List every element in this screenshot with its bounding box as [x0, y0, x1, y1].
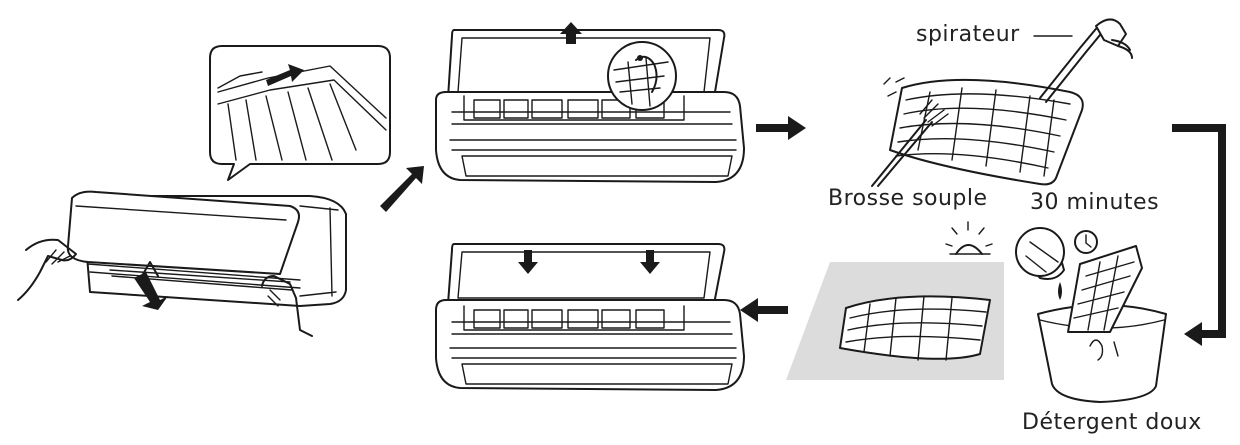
arrow-right-icon	[756, 116, 806, 140]
step-vacuum-brush	[871, 18, 1133, 187]
callout-arrow-icon	[266, 64, 304, 86]
bracket-arrow	[1172, 124, 1226, 346]
sun-icon	[945, 221, 993, 255]
callout-bubble	[209, 45, 391, 181]
dust-marks	[883, 77, 905, 97]
ac-unit-side	[17, 190, 347, 337]
zoom-circle	[607, 41, 677, 111]
step-reinsert-filter	[435, 243, 745, 391]
step-dry-shade	[786, 221, 1004, 380]
arrow-left-icon	[740, 298, 788, 322]
soak-time-label: 30 minutes	[1030, 190, 1160, 215]
arrow-down-icon-2	[640, 250, 660, 274]
arrow-down-left-icon	[1172, 124, 1226, 346]
arrow-down-icon	[518, 250, 538, 274]
brush-label: Brosse souple	[828, 186, 988, 211]
step-remove-filter	[435, 22, 745, 183]
arrow-up-icon	[560, 22, 582, 44]
step-open-panel	[17, 45, 424, 337]
bottle-circle	[1015, 227, 1065, 277]
detergent-label: Détergent doux	[1022, 410, 1202, 435]
arrow-up-right-icon	[380, 166, 424, 212]
step-soak	[1015, 227, 1167, 403]
lift-arrow-icon	[134, 272, 168, 310]
vacuum-label: spirateur	[916, 22, 1020, 47]
